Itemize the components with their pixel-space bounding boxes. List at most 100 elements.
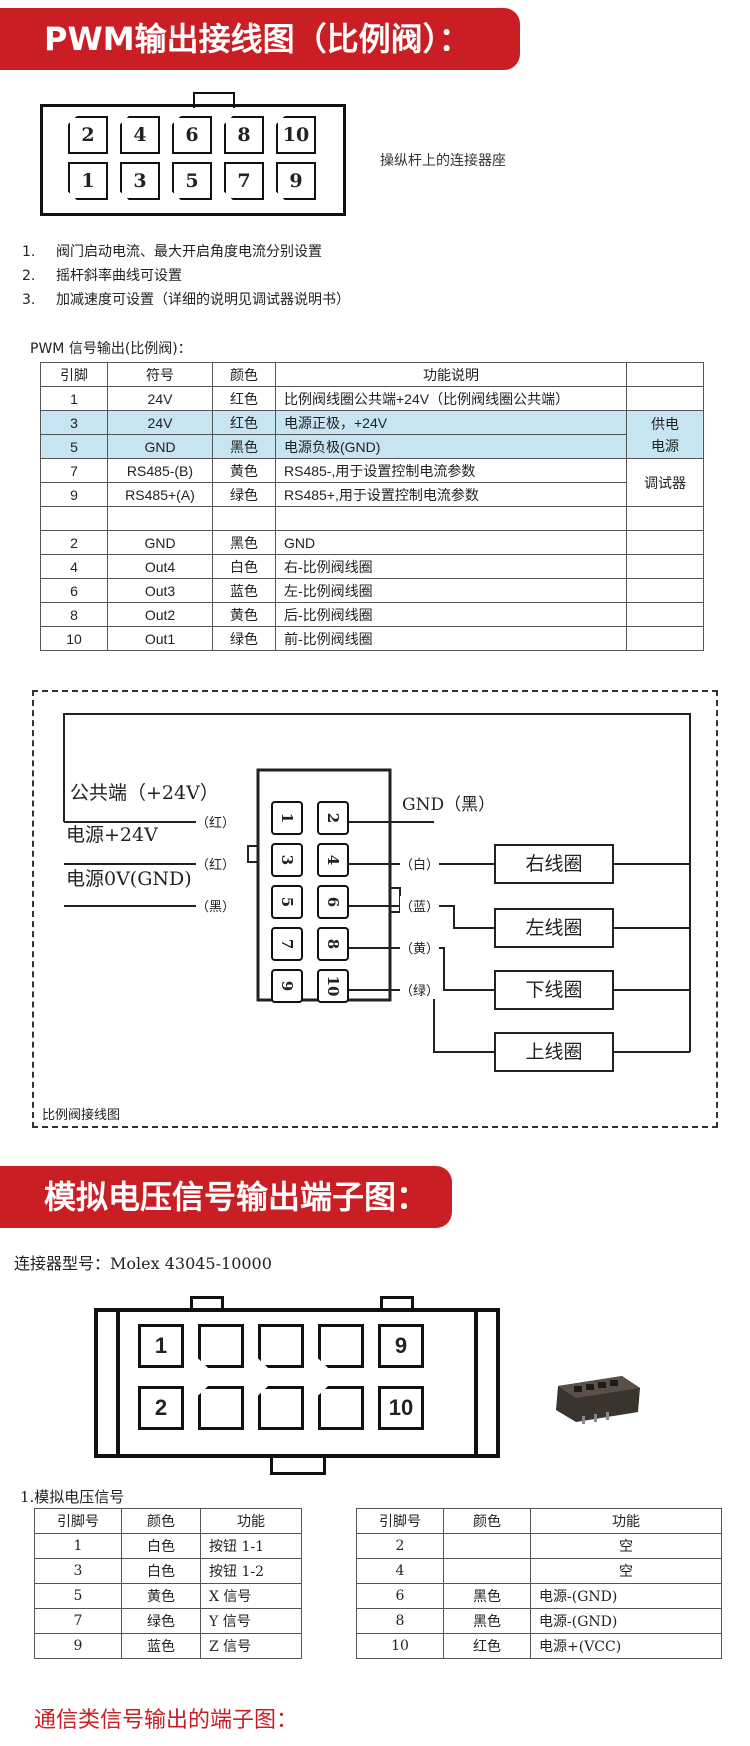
analog-table-label: 1.模拟电压信号 <box>20 1488 125 1506</box>
table-header: 引脚号 <box>34 1508 122 1534</box>
section-banner-analog: 模拟电压信号输出端子图： <box>0 1166 452 1228</box>
connector-1-pin: 6 <box>172 116 212 154</box>
connector-2-pin: 2 <box>138 1386 184 1430</box>
connector-2-pin: 9 <box>378 1324 424 1368</box>
wire-color-right-3: （绿） <box>400 980 440 999</box>
feature-notes: 1.阀门启动电流、最大开启角度电流分别设置 2.摇杆斜率曲线可设置 3.加减速度… <box>22 240 350 312</box>
wiring-left-label-1: 电源+24V <box>66 824 158 846</box>
section-title-pwm: PWM输出接线图（比例阀）： <box>44 20 471 58</box>
table-row <box>40 506 704 531</box>
connector-2-pin <box>258 1324 304 1368</box>
connector-1-pin: 3 <box>120 162 160 200</box>
connector-1-pin: 9 <box>276 162 316 200</box>
connector-2-pin <box>258 1386 304 1430</box>
wiring-pin: 6 <box>317 885 349 919</box>
wiring-left-label-2: 电源0V(GND) <box>66 868 192 890</box>
wire-color-right-0: （白） <box>400 854 440 873</box>
wire-color-2: （黑） <box>196 896 236 915</box>
wiring-caption: 比例阀接线图 <box>42 1108 121 1123</box>
wiring-pin: 7 <box>271 927 303 961</box>
table-header: 符号 <box>107 362 213 387</box>
section-title-comm: 通信类信号输出的端子图： <box>34 1708 299 1733</box>
coil-box: 右线圈 <box>494 844 614 884</box>
pwm-table-label: PWM 信号输出(比例阀)： <box>30 341 192 357</box>
wiring-pin: 2 <box>317 801 349 835</box>
section-title-analog: 模拟电压信号输出端子图： <box>44 1178 429 1216</box>
connector-2-pin <box>198 1324 244 1368</box>
table-header: 功能 <box>530 1508 722 1534</box>
wiring-pin: 9 <box>271 969 303 1003</box>
table-header: 颜色 <box>443 1508 531 1534</box>
wire-color-1: （红） <box>196 854 236 873</box>
gnd-label: GND（黑） <box>402 795 496 815</box>
table-header: 引脚号 <box>356 1508 444 1534</box>
side-label-debug: 调试器 <box>626 458 704 507</box>
table-header: 颜色 <box>121 1508 201 1534</box>
table-header: 功能 <box>200 1508 302 1534</box>
table-header <box>626 362 704 387</box>
connector-2-pin <box>318 1386 364 1430</box>
connector-2-diagram: 1 9 2 10 <box>94 1296 504 1478</box>
wiring-pin: 10 <box>317 969 349 1003</box>
connector-1-pin: 1 <box>68 162 108 200</box>
connector-model: 连接器型号：Molex 43045-10000 <box>14 1254 272 1273</box>
wiring-diagram: 公共端（+24V） 电源+24V 电源0V(GND) （红） （红） （黑） G… <box>32 690 718 1128</box>
connector-1-pin: 5 <box>172 162 212 200</box>
connector-1-caption: 操纵杆上的连接器座 <box>380 153 506 169</box>
list-item: 1.阀门启动电流、最大开启角度电流分别设置 <box>22 244 322 260</box>
coil-box: 上线圈 <box>494 1032 614 1072</box>
coil-box: 下线圈 <box>494 970 614 1010</box>
table-header: 功能说明 <box>275 362 627 387</box>
wire-color-0: （红） <box>196 812 236 831</box>
wiring-pin: 8 <box>317 927 349 961</box>
table-header: 引脚 <box>40 362 108 387</box>
list-item: 2.摇杆斜率曲线可设置 <box>22 268 182 284</box>
wiring-left-label-0: 公共端（+24V） <box>70 782 219 804</box>
connector-1-pin: 8 <box>224 116 264 154</box>
wire-color-right-1: （蓝） <box>400 896 440 915</box>
connector-2-pin: 1 <box>138 1324 184 1368</box>
connector-1-pin: 2 <box>68 116 108 154</box>
coil-box: 左线圈 <box>494 908 614 948</box>
section-banner-pwm: PWM输出接线图（比例阀）： <box>0 8 520 70</box>
connector-2-pin <box>318 1324 364 1368</box>
connector-1-pin: 4 <box>120 116 160 154</box>
connector-1-pin: 10 <box>276 116 316 154</box>
wiring-pin: 5 <box>271 885 303 919</box>
connector-2-pin: 10 <box>378 1386 424 1430</box>
wiring-pin: 4 <box>317 843 349 877</box>
wiring-pin: 1 <box>271 801 303 835</box>
connector-1-pin: 7 <box>224 162 264 200</box>
connector-photo <box>552 1372 642 1424</box>
wire-color-right-2: （黄） <box>400 938 440 957</box>
table-header: 颜色 <box>212 362 276 387</box>
connector-2-pin <box>198 1386 244 1430</box>
list-item: 3.加减速度可设置（详细的说明见调试器说明书） <box>22 292 350 308</box>
wiring-pin: 3 <box>271 843 303 877</box>
connector-photo-shape <box>556 1376 640 1424</box>
